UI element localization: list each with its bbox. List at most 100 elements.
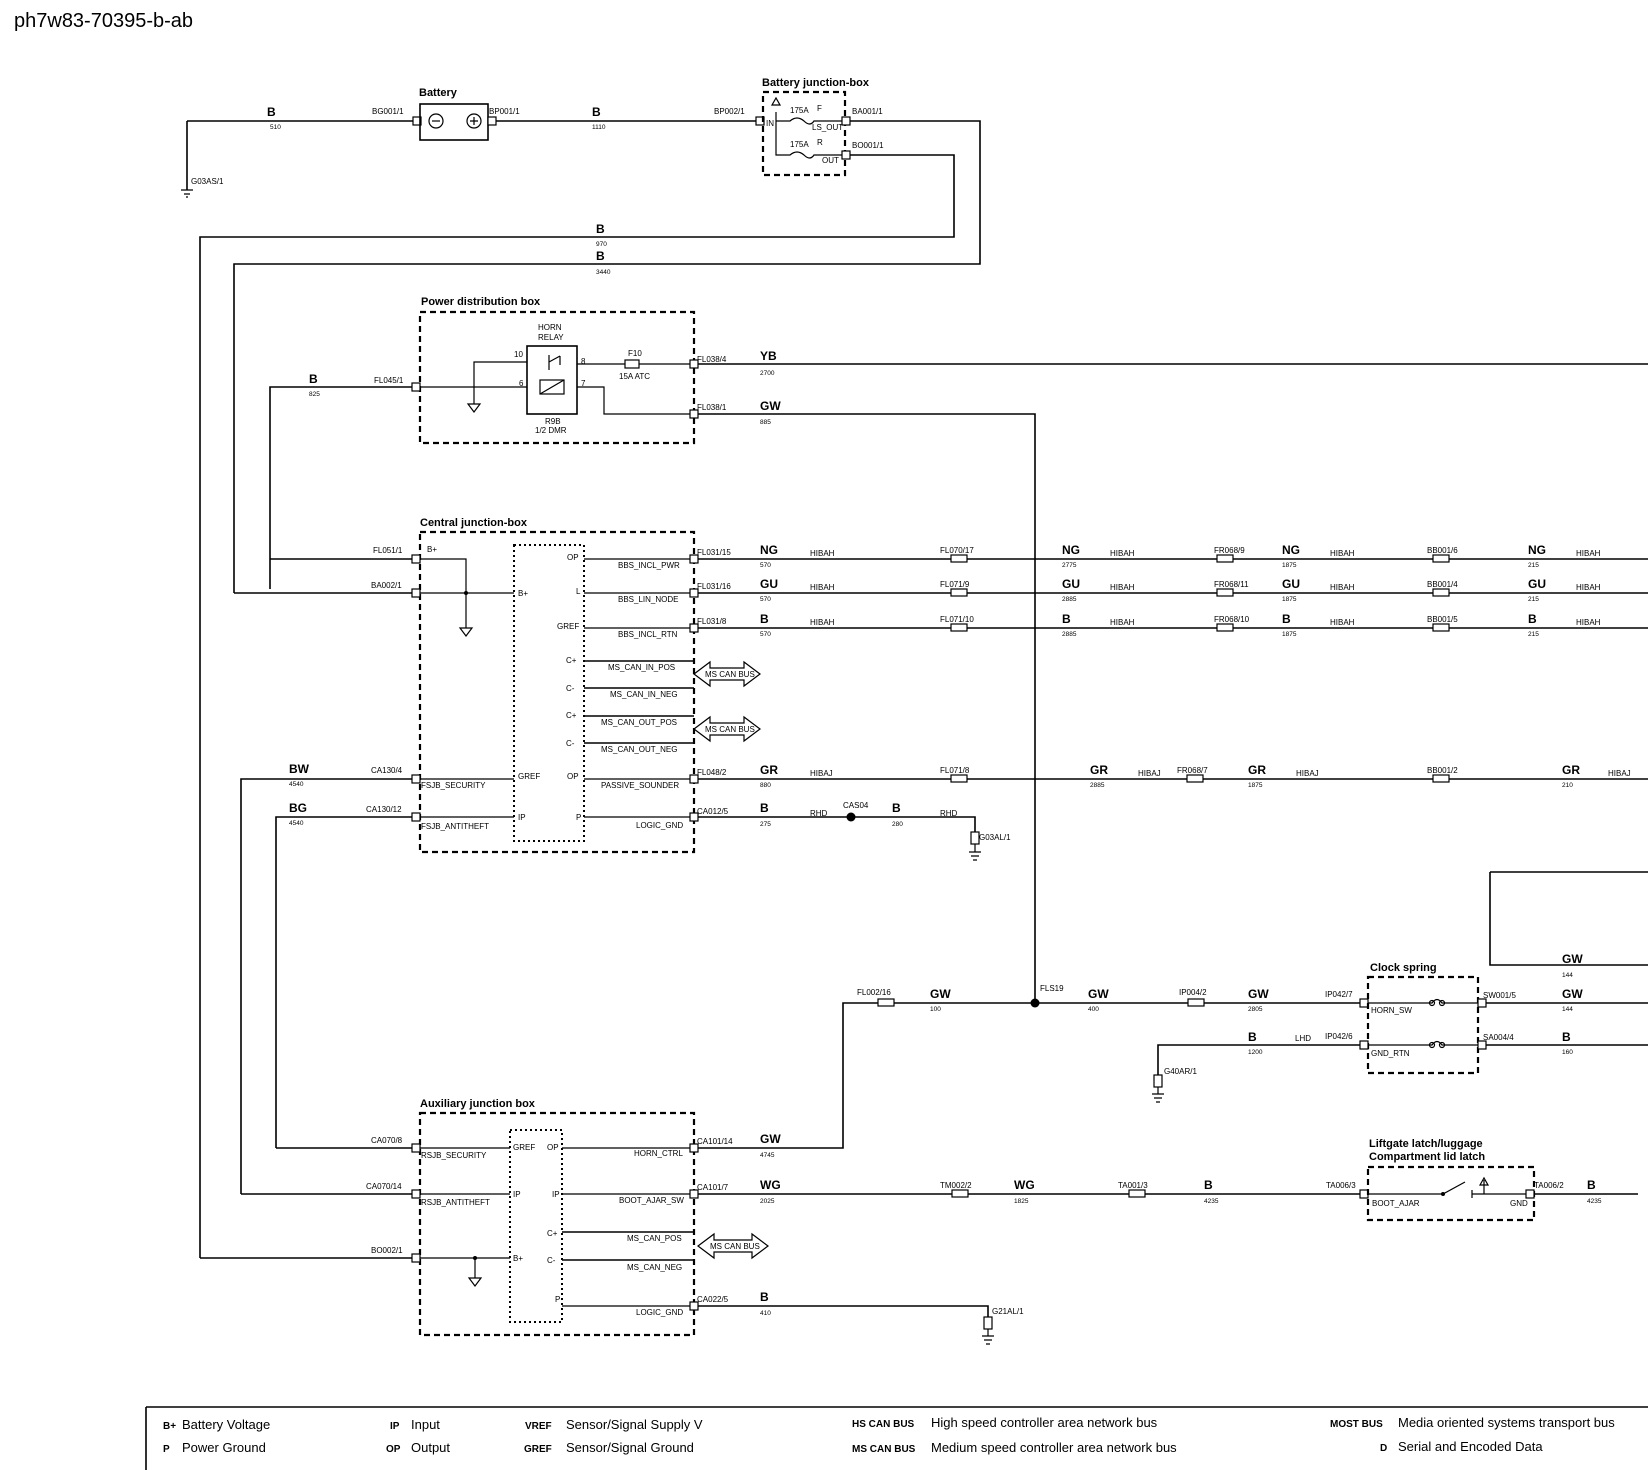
wire-number: 825 (309, 391, 320, 398)
splice-point (1030, 998, 1040, 1008)
wire-number: 160 (1562, 1049, 1573, 1056)
pin-label: IN (766, 119, 774, 128)
signal-label: PASSIVE_SOUNDER (601, 781, 679, 790)
connector-label: CA101/7 (697, 1183, 729, 1192)
wire-color: NG (1528, 543, 1546, 557)
connector-label: FL048/2 (697, 768, 727, 777)
signal-label: LOGIC_GND (636, 1308, 683, 1317)
pin-label: GREF (513, 1143, 535, 1152)
signal-label: HORN_CTRL (634, 1149, 683, 1158)
wire-color: B (760, 1290, 769, 1304)
central-junction-box: Central junction-box FL051/1 B+ BA002/1 … (234, 517, 761, 1194)
harness-label: HIBAH (810, 583, 835, 592)
wire-number: 410 (760, 1310, 771, 1317)
legend-key: OP (386, 1444, 401, 1455)
connector-label: BO002/1 (371, 1246, 403, 1255)
offpage-component-outline (1489, 871, 1648, 966)
wire-color: NG (1062, 543, 1080, 557)
wire-color: BW (289, 762, 310, 776)
wire-color: GW (930, 987, 951, 1001)
connector-label: IP042/7 (1325, 990, 1353, 999)
connector-label: CA070/8 (371, 1136, 403, 1145)
wire-color: GR (1562, 763, 1580, 777)
connector-label: FL031/15 (697, 548, 731, 557)
wire-number: 570 (760, 631, 771, 638)
connector-label: BO001/1 (852, 141, 884, 150)
clock-spring-title: Clock spring (1370, 962, 1437, 974)
wire-color: WG (1014, 1178, 1035, 1192)
harness-label: HIBAH (1330, 549, 1355, 558)
document-id: ph7w83-70395-b-ab (14, 10, 193, 32)
connector-label: BB001/2 (1427, 766, 1458, 775)
pin-label: R (817, 138, 823, 147)
harness-label: HIBAH (1576, 583, 1601, 592)
signal-label: BBS_INCL_RTN (618, 630, 678, 639)
connector-label: IP004/2 (1179, 988, 1207, 997)
connector-label: TM002/2 (940, 1181, 972, 1190)
wire-color: WG (760, 1178, 781, 1192)
wire-number: 1875 (1282, 562, 1297, 569)
pin-label: IP (513, 1190, 521, 1199)
wire-number: 2775 (1062, 562, 1077, 569)
signal-label: FSJB_SECURITY (421, 781, 486, 790)
connector-label: FL038/4 (697, 355, 727, 364)
signal-label: MS_CAN_IN_NEG (610, 690, 678, 699)
wire-number: 4540 (289, 820, 304, 827)
ms-can-bus-arrow (697, 1232, 769, 1260)
relay-title-2: RELAY (538, 333, 564, 342)
wire-color: GW (1088, 987, 1109, 1001)
harness-label: HIBAJ (810, 769, 833, 778)
wire-color: GW (1562, 952, 1583, 966)
wire-number: 215 (1528, 596, 1539, 603)
harness-label: RHD (940, 809, 958, 818)
ajb-title: Auxiliary junction box (420, 1098, 536, 1110)
pin-label: B+ (427, 545, 437, 554)
pin-label: OP (567, 553, 579, 562)
legend-key: P (163, 1444, 170, 1455)
connector-label: CA130/12 (366, 805, 402, 814)
connector-label: FL031/16 (697, 582, 731, 591)
pin-label: C+ (566, 656, 577, 665)
wire-color: GU (1062, 577, 1080, 591)
sounder-wiring: FL048/2 GR 880 HIBAJ FL071/8 GR 2885 HIB… (689, 763, 1648, 861)
legend-value: Output (411, 1440, 450, 1455)
connector-label: CA012/5 (697, 807, 729, 816)
wire-number: 144 (1562, 1006, 1573, 1013)
wire-number: 1200 (1248, 1049, 1263, 1056)
harness-label: HIBAH (1576, 549, 1601, 558)
legend-key: VREF (525, 1421, 552, 1432)
liftgate-title-1: Liftgate latch/luggage (1369, 1138, 1483, 1150)
signal-label: HORN_SW (1371, 1006, 1412, 1015)
signal-label: RSJB_SECURITY (421, 1151, 487, 1160)
battery-wiring: G03AS/1 B 510 BG001/1 Battery BP001/1 B … (181, 77, 981, 1258)
wire-color: B (1528, 612, 1537, 626)
fuse-label: 175A (790, 140, 809, 149)
liftgate-title-2: Compartment lid latch (1369, 1151, 1485, 1163)
fuse-rating: 15A ATC (619, 372, 650, 381)
wire-number: 215 (1528, 562, 1539, 569)
pin-label: L (576, 587, 581, 596)
legend-value: Battery Voltage (182, 1417, 270, 1432)
wire-number: 885 (760, 419, 771, 426)
wire-number: 280 (892, 821, 903, 828)
wire-color: B (892, 801, 901, 815)
connector-label: FL031/8 (697, 617, 727, 626)
connector-label: BB001/5 (1427, 615, 1458, 624)
wire-number: 210 (1562, 782, 1573, 789)
signal-label: BBS_LIN_NODE (618, 595, 678, 604)
connector-label: FL071/10 (940, 615, 974, 624)
harness-label: HIBAH (1576, 618, 1601, 627)
battery-symbol (419, 103, 489, 141)
connector-label: BG001/1 (372, 107, 404, 116)
harness-label: HIBAH (1110, 549, 1135, 558)
wire-color: B (1062, 612, 1071, 626)
signal-label: BBS_INCL_PWR (618, 561, 680, 570)
harness-label: HIBAH (810, 618, 835, 627)
signal-label: LOGIC_GND (636, 821, 683, 830)
legend-value: High speed controller area network bus (931, 1415, 1158, 1430)
battery-jb-title: Battery junction-box (762, 77, 870, 89)
harness-label: HIBAJ (1296, 769, 1319, 778)
wire-color: B (1204, 1178, 1213, 1192)
legend-value: Serial and Encoded Data (1398, 1439, 1543, 1454)
harness-label: HIBAH (810, 549, 835, 558)
